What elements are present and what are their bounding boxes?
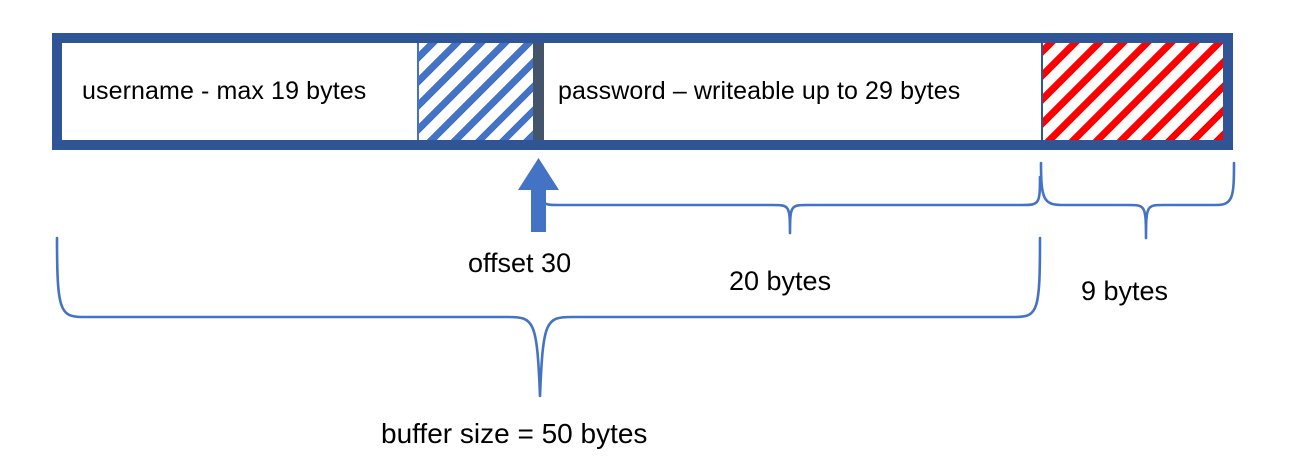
brace-9-bytes [1039,161,1236,240]
label-20-bytes: 20 bytes [729,266,832,296]
buffer-segment-password: password – writeable up to 29 bytes [544,43,1041,140]
label-buffer-size: buffer size = 50 bytes [381,418,648,449]
buffer-segment-password-label: password – writeable up to 29 bytes [558,77,961,105]
buffer-offset-divider [533,43,544,140]
buffer-box: username - max 19 bytes password – write… [52,33,1233,150]
buffer-segment-username: username - max 19 bytes [62,43,417,140]
buffer-segment-overflow-hatch [1041,43,1223,140]
label-9-bytes: 9 bytes [1081,276,1169,306]
buffer-segment-username-slack-hatch [417,43,533,140]
label-offset-30: offset 30 [468,248,572,278]
offset-30-arrow-icon [518,158,559,232]
buffer-segment-username-label: username - max 19 bytes [82,77,367,105]
brace-20-bytes [537,173,1042,235]
